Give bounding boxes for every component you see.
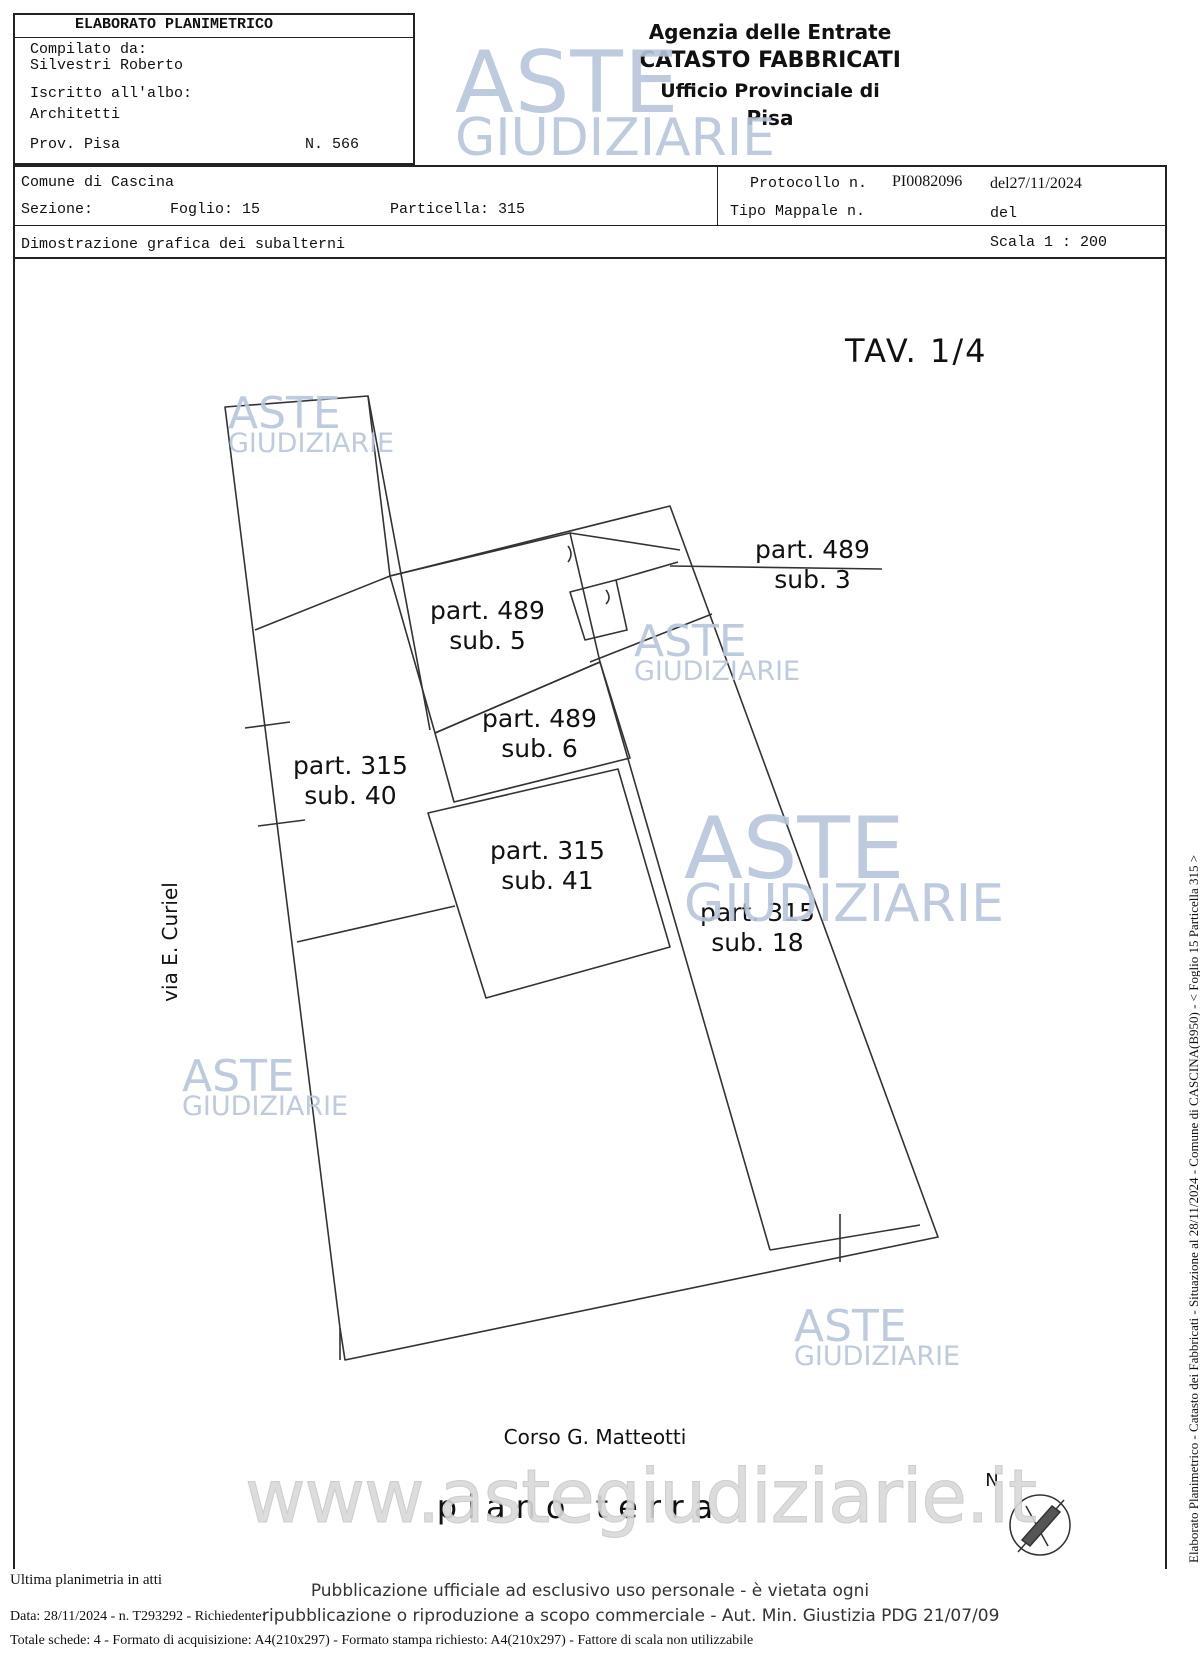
watermark-5-word1: ASTE — [794, 1301, 907, 1352]
protocollo-label: Protocollo n. — [750, 175, 868, 192]
label-p489-sub5: part. 489 sub. 5 — [415, 596, 560, 656]
sezione: Sezione: — [21, 201, 94, 218]
particella: Particella: 315 — [390, 201, 526, 218]
room-sub6 — [434, 661, 631, 803]
label-p489-sub6-line1: part. 489 — [482, 704, 597, 733]
agency-name: Agenzia delle Entrate — [648, 20, 892, 44]
building-outline — [224, 395, 939, 1361]
label-p315-sub41-line2: sub. 41 — [501, 866, 594, 895]
watermark-header-word1: ASTE — [455, 33, 680, 133]
registered-label: Iscritto all'albo: — [30, 85, 193, 102]
watermark-site: www.astegiudiziarie.it — [244, 1454, 1037, 1540]
drawing-frame — [13, 259, 1167, 1569]
watermark-4-word1: ASTE — [182, 1051, 295, 1102]
header-box — [13, 13, 415, 165]
protocollo-date: del27/11/2024 — [990, 175, 1082, 192]
registered-value: Architetti — [30, 106, 121, 123]
label-p315-sub40: part. 315 sub. 40 — [278, 751, 423, 811]
street-west: via E. Curiel — [158, 882, 182, 1002]
tav-label: TAV. 1/4 — [845, 332, 988, 370]
watermark-3-word1: ASTE — [684, 799, 905, 899]
watermark-3-word2: GIUDIZIARIE — [684, 874, 1004, 934]
watermark-4: ASTE GIUDIZIARIE — [182, 1051, 349, 1122]
dimostrazione: Dimostrazione grafica dei subalterni — [21, 236, 346, 253]
tipo-mappale-del: del — [990, 205, 1018, 222]
protocollo-value: PI0082096 — [892, 173, 963, 190]
label-p489-sub6-line2: sub. 6 — [501, 734, 578, 763]
watermark-1-word2: GIUDIZIARIE — [228, 428, 395, 459]
province: Prov. Pisa — [30, 136, 121, 153]
north-arrow-icon — [1009, 1494, 1071, 1556]
watermark-2: ASTE GIUDIZIARIE — [634, 616, 801, 687]
wall-sub3-1 — [569, 532, 681, 551]
tick-west-1 — [244, 721, 291, 729]
publication-line-1: Pubblicazione ufficiale ad esclusivo uso… — [310, 1581, 870, 1601]
label-p315-sub18-line2: sub. 18 — [711, 928, 804, 957]
floor-label: piano terra — [436, 1488, 724, 1526]
label-p489-sub3: part. 489 sub. 3 — [740, 535, 885, 595]
document-title: ELABORATO PLANIMETRICO — [75, 16, 274, 33]
foglio: Foglio: 15 — [170, 201, 261, 218]
registration-number: N. 566 — [305, 136, 360, 153]
watermark-1: ASTE GIUDIZIARIE — [228, 388, 395, 459]
wall-sub40-north — [254, 575, 391, 631]
label-p315-sub41-line1: part. 315 — [490, 836, 605, 865]
wall-sub18-south — [769, 1224, 921, 1251]
tick-curve-1 — [567, 545, 572, 563]
data-line: Data: 28/11/2024 - n. T293292 - Richiede… — [10, 1609, 266, 1624]
room-sub41 — [427, 768, 671, 999]
publication-line-2: ripubblicazione o riproduzione a scopo c… — [262, 1606, 1000, 1626]
last-plan: Ultima planimetria in atti — [10, 1572, 163, 1588]
totale-line: Totale schede: 4 - Formato di acquisizio… — [10, 1633, 754, 1648]
tick-curve-2 — [605, 589, 610, 605]
street-south: Corso G. Matteotti — [503, 1425, 687, 1449]
watermark-2-word2: GIUDIZIARIE — [634, 656, 801, 687]
watermark-header: ASTE GIUDIZIARIE — [455, 40, 775, 164]
room-small — [569, 579, 628, 641]
north-label: N — [985, 1470, 999, 1491]
label-p315-sub41: part. 315 sub. 41 — [475, 836, 620, 896]
label-p315-sub18: part. 315 sub. 18 — [685, 898, 830, 958]
watermark-5: ASTE GIUDIZIARIE — [794, 1301, 961, 1372]
label-p489-sub5-line1: part. 489 — [430, 596, 545, 625]
leader-sub3 — [669, 565, 883, 570]
tick-west-2 — [257, 819, 306, 827]
info-divider-1 — [13, 225, 1167, 226]
header-title-divider — [13, 37, 415, 38]
side-text: Elaborato Planimetrico - Catasto dei Fab… — [1186, 854, 1200, 1563]
watermark-5-word2: GIUDIZIARIE — [794, 1341, 961, 1372]
watermark-4-word2: GIUDIZIARIE — [182, 1091, 349, 1122]
label-p489-sub3-line2: sub. 3 — [774, 565, 851, 594]
comune: Comune di Cascina — [21, 174, 175, 191]
label-p489-sub3-line1: part. 489 — [755, 535, 870, 564]
label-p489-sub6: part. 489 sub. 6 — [467, 704, 612, 764]
tipo-mappale: Tipo Mappale n. — [730, 203, 866, 220]
agency-city: Pisa — [746, 106, 794, 130]
info-box — [13, 165, 1167, 259]
watermark-header-word2: GIUDIZIARIE — [455, 108, 775, 168]
label-p315-sub40-line2: sub. 40 — [304, 781, 397, 810]
agency-office: Ufficio Provinciale di — [660, 80, 880, 102]
wall-sub3-2 — [615, 561, 679, 581]
label-p315-sub18-line1: part. 315 — [700, 898, 815, 927]
label-p489-sub5-line2: sub. 5 — [449, 626, 526, 655]
agency-department: CATASTO FABBRICATI — [639, 48, 901, 73]
label-p315-sub40-line1: part. 315 — [293, 751, 408, 780]
compiled-label: Compilato da: — [30, 41, 148, 58]
wall-sub40-south — [296, 905, 456, 943]
watermark-1-word1: ASTE — [228, 388, 341, 439]
wall-strip-east — [367, 395, 431, 731]
watermark-3: ASTE GIUDIZIARIE — [684, 806, 1004, 930]
scale: Scala 1 : 200 — [990, 234, 1108, 251]
plan-outline — [224, 395, 939, 1361]
wall-sub3-3 — [589, 613, 713, 663]
info-divider-vertical — [717, 165, 718, 225]
wall-sub18-west — [599, 661, 771, 1251]
compiled-name: Silvestri Roberto — [30, 57, 184, 74]
watermark-2-word1: ASTE — [634, 616, 747, 667]
